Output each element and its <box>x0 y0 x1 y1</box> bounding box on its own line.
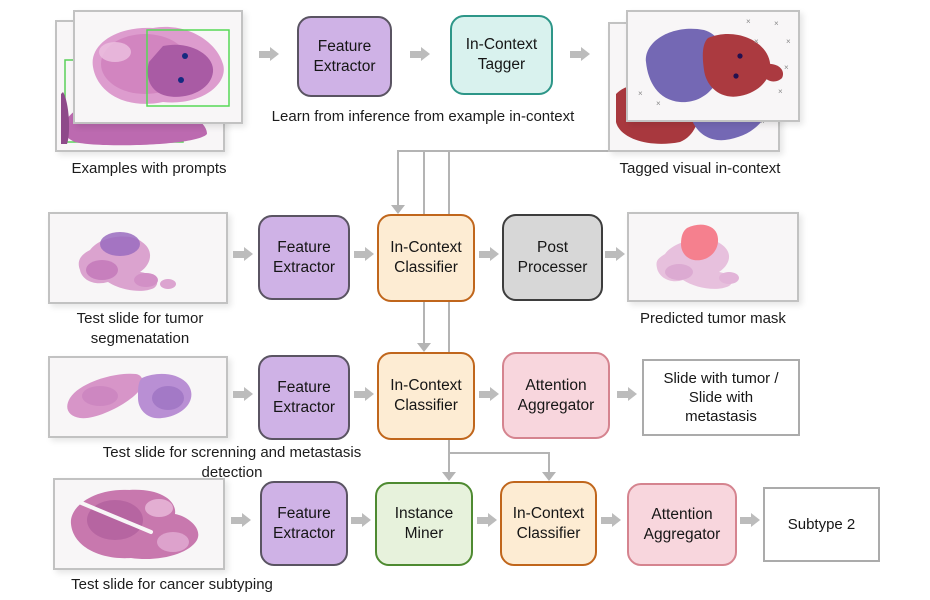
right-arrow-icon <box>740 513 760 527</box>
right-arrow-icon <box>351 513 371 527</box>
connector-drop-1 <box>397 150 399 206</box>
arrowhead-into-classifier-row2-icon <box>391 205 405 214</box>
in-context-tagger-box: In-Context Tagger <box>450 15 553 95</box>
tissue-art <box>656 224 739 289</box>
tissue-art <box>78 232 176 291</box>
svg-text:×: × <box>638 89 643 98</box>
connector-branch-horizontal <box>448 452 550 454</box>
right-arrow-icon <box>354 387 374 401</box>
tagged-caption: Tagged visual in-context <box>619 160 781 177</box>
tissue-art <box>67 373 192 419</box>
subtyping-test-slide-thumbnail <box>53 478 225 570</box>
learn-note-caption: Learn from inference from example in-con… <box>271 108 575 125</box>
segmentation-caption: Test slide for tumor segmenatation <box>76 310 204 347</box>
attention-aggregator-box-row3: Attention Aggregator <box>502 352 610 439</box>
tagged-slide-front-thumbnail: × × × × × × × × <box>626 10 800 122</box>
connector-branch-left <box>448 452 450 473</box>
connector-horizontal-from-tagged <box>398 150 610 152</box>
screening-caption: Test slide for screnning and metastasis … <box>102 444 362 481</box>
feature-extractor-box-row3: Feature Extractor <box>258 355 350 440</box>
feature-extractor-box-row1: Feature Extractor <box>297 16 392 97</box>
right-arrow-icon <box>479 387 499 401</box>
in-context-classifier-box-row4: In-Context Classifier <box>500 481 597 566</box>
right-arrow-icon <box>617 387 637 401</box>
feature-extractor-box-row2: Feature Extractor <box>258 215 350 300</box>
attention-aggregator-box-row4: Attention Aggregator <box>627 483 737 566</box>
post-processer-box: Post Processer <box>502 214 603 301</box>
right-arrow-icon <box>410 47 430 61</box>
predicted-mask-thumbnail <box>627 212 799 302</box>
svg-text:×: × <box>786 37 791 46</box>
svg-text:×: × <box>754 37 759 46</box>
tissue-art <box>92 26 230 107</box>
examples-slide-front-thumbnail <box>73 10 243 124</box>
segmentation-test-slide-thumbnail <box>48 212 228 304</box>
subtyping-caption: Test slide for cancer subtyping <box>71 576 273 593</box>
instance-miner-box: Instance Miner <box>375 482 473 566</box>
screening-output-box: Slide with tumor / Slide with metastasis <box>642 359 800 436</box>
right-arrow-icon <box>259 47 279 61</box>
arrowhead-into-classifier-row4-icon <box>542 472 556 481</box>
examples-caption: Examples with prompts <box>71 160 227 177</box>
arrowhead-into-instance-miner-icon <box>442 472 456 481</box>
feature-extractor-box-row4: Feature Extractor <box>260 481 348 566</box>
in-context-classifier-box-row3: In-Context Classifier <box>377 352 475 440</box>
right-arrow-icon <box>570 47 590 61</box>
right-arrow-icon <box>231 513 251 527</box>
right-arrow-icon <box>479 247 499 261</box>
tissue-art: × × × × × × × × <box>638 17 791 108</box>
svg-text:×: × <box>774 19 779 28</box>
right-arrow-icon <box>354 247 374 261</box>
right-arrow-icon <box>233 247 253 261</box>
right-arrow-icon <box>477 513 497 527</box>
right-arrow-icon <box>233 387 253 401</box>
right-arrow-icon <box>605 247 625 261</box>
tissue-art <box>70 489 199 560</box>
screening-test-slide-thumbnail <box>48 356 228 438</box>
svg-text:×: × <box>746 17 751 26</box>
subtyping-output-box: Subtype 2 <box>763 487 880 562</box>
predicted-mask-caption: Predicted tumor mask <box>640 310 786 327</box>
svg-text:×: × <box>778 87 783 96</box>
svg-text:×: × <box>656 99 661 108</box>
right-arrow-icon <box>601 513 621 527</box>
in-context-classifier-box-row2: In-Context Classifier <box>377 214 475 302</box>
connector-drop-3 <box>448 150 450 454</box>
svg-text:×: × <box>784 63 789 72</box>
arrowhead-into-classifier-row3-icon <box>417 343 431 352</box>
connector-branch-right <box>548 452 550 473</box>
